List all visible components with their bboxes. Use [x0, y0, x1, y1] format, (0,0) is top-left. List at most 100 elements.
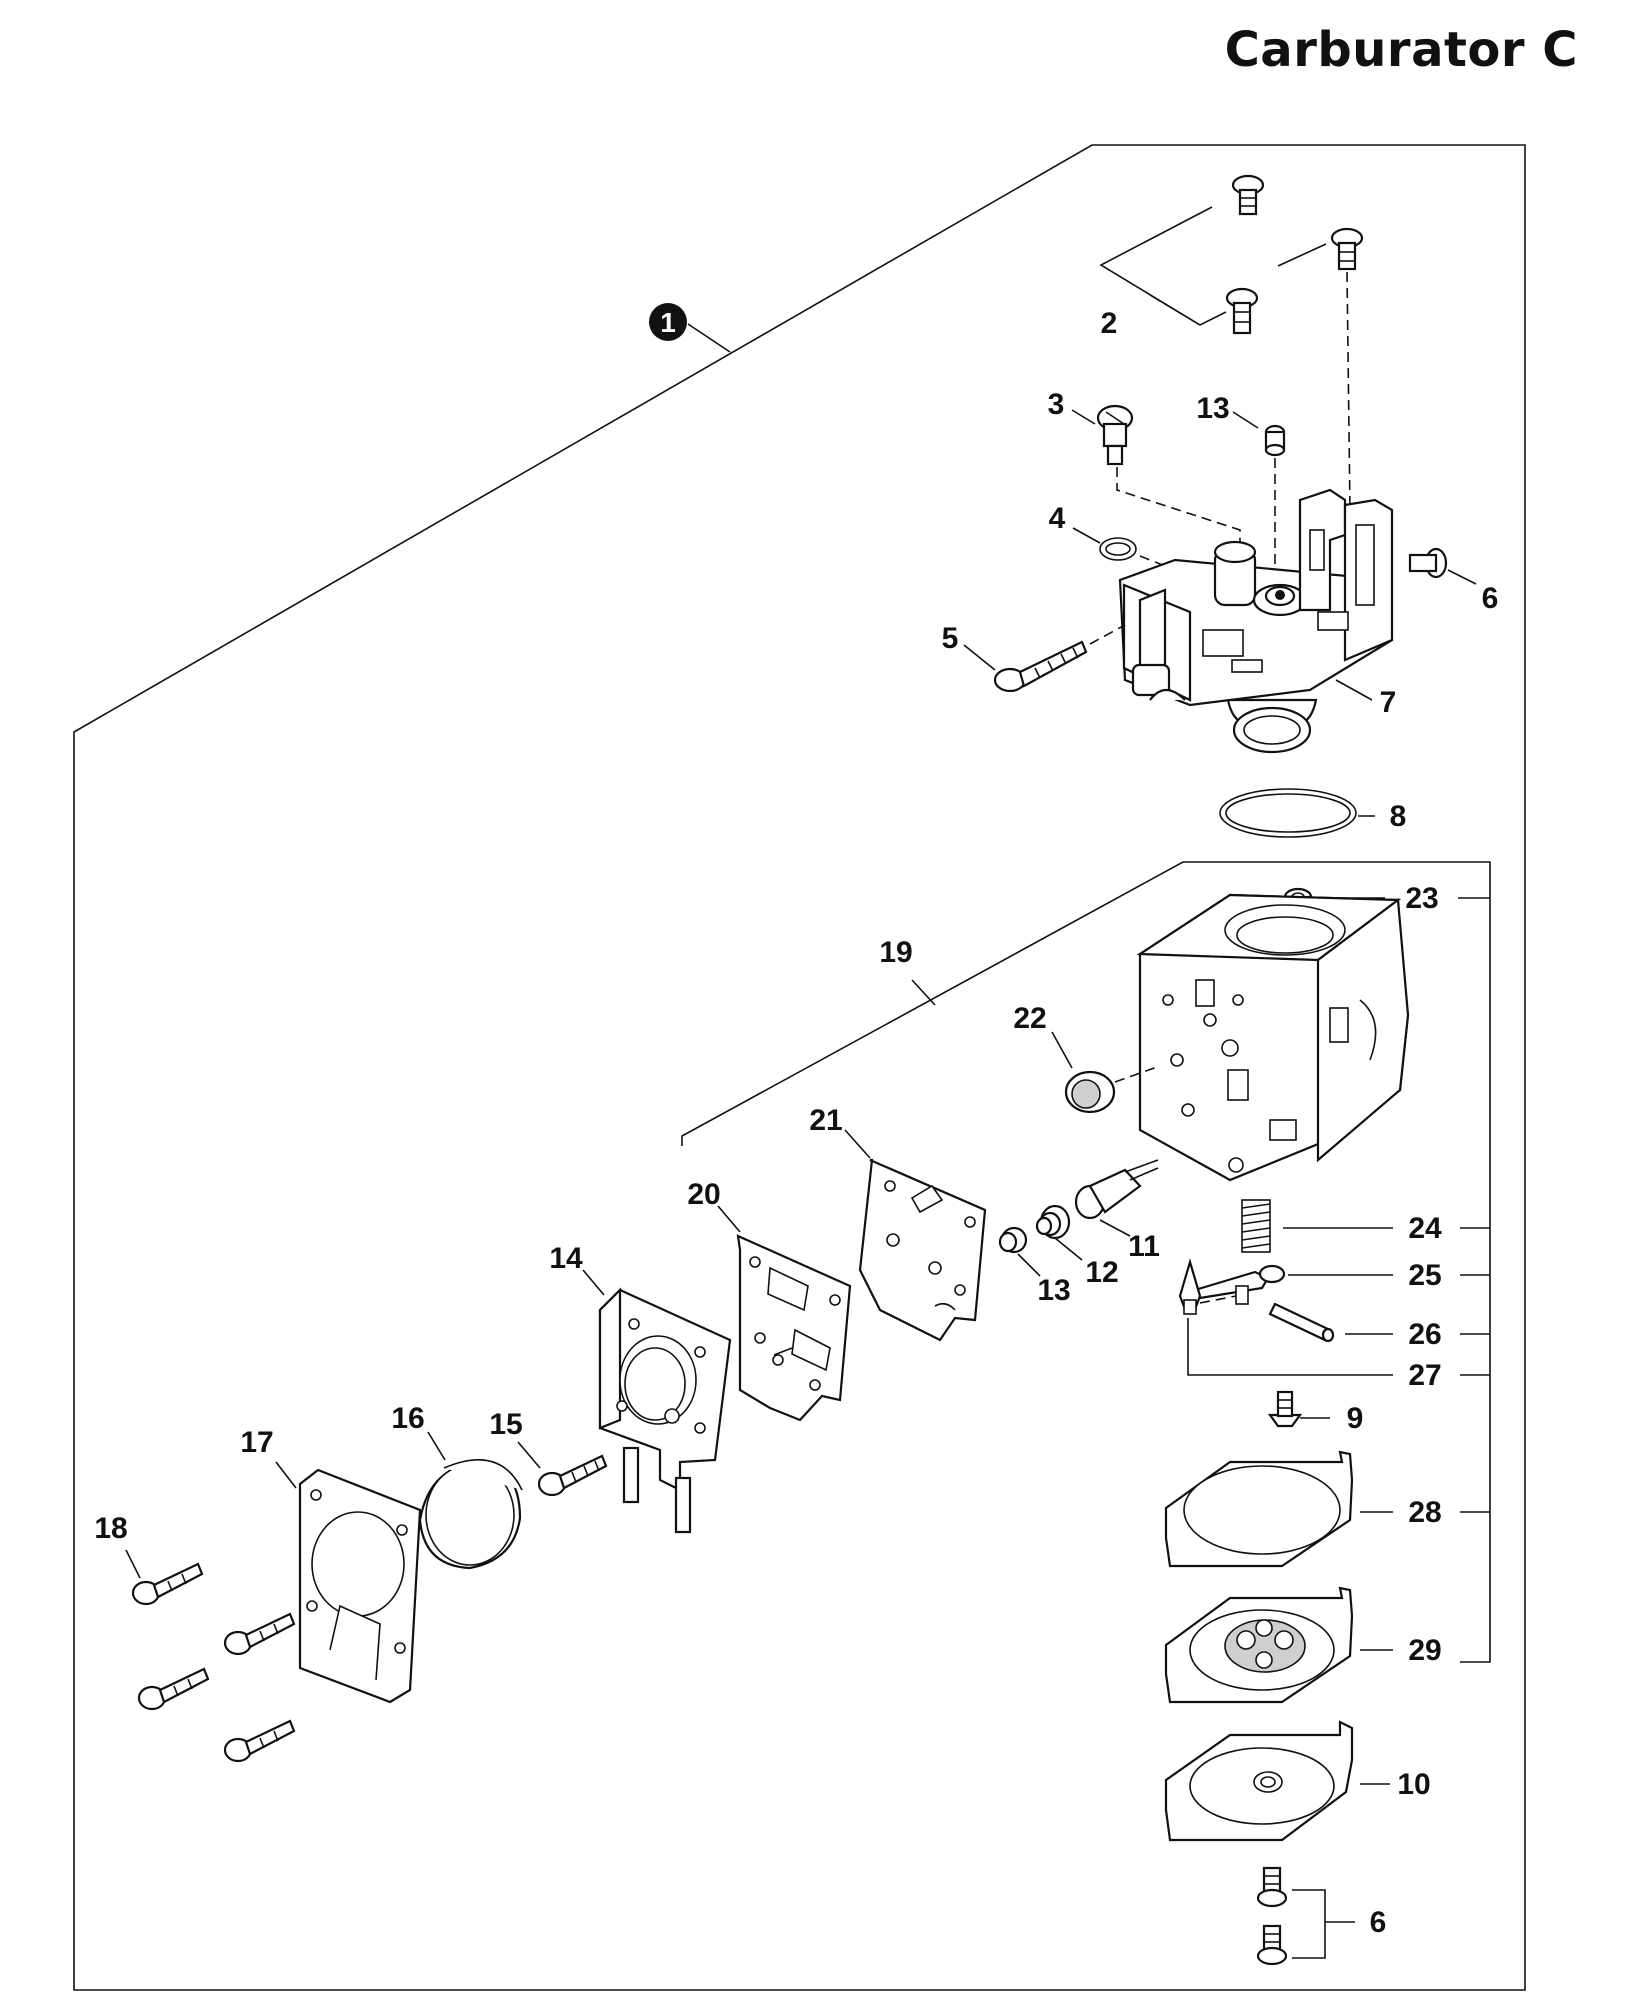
callout-5: 5 — [942, 622, 996, 671]
screw-9 — [1267, 1390, 1303, 1428]
screw-15 — [537, 1454, 608, 1497]
callout-15-label: 15 — [489, 1408, 522, 1441]
screw-6-bottom-a — [1256, 1866, 1288, 1908]
callout-29-label: 29 — [1408, 1634, 1441, 1667]
callout-10: 10 — [1360, 1768, 1431, 1801]
callout-28: 28 — [1360, 1496, 1490, 1529]
screw-18-c — [137, 1667, 210, 1711]
callout-7-label: 7 — [1380, 686, 1397, 719]
callout-25: 25 — [1288, 1259, 1490, 1292]
screw-18-b — [223, 1612, 296, 1656]
callout-4-label: 4 — [1049, 502, 1066, 535]
callout-1-label: 1 — [660, 307, 676, 338]
e-clip-4 — [1099, 537, 1137, 561]
bracket-plate-17 — [298, 1468, 422, 1704]
screw-18-d — [223, 1719, 296, 1763]
screw-3-axis — [1116, 467, 1241, 555]
inlet-needle-27 — [1178, 1258, 1202, 1315]
callout-13a-label: 13 — [1196, 392, 1229, 425]
callout-19: 19 — [879, 936, 936, 1006]
callout-13b: 13 — [1017, 1253, 1071, 1307]
callout-3: 3 — [1048, 388, 1096, 425]
diagram-title: Carburator C — [1224, 22, 1578, 78]
screw-2-top — [1231, 174, 1265, 216]
callout-11: 11 — [1099, 1219, 1160, 1263]
ring-13-lower — [998, 1226, 1028, 1254]
callout-10-label: 10 — [1397, 1768, 1430, 1801]
callout-21-label: 21 — [809, 1104, 842, 1137]
callout-28-label: 28 — [1408, 1496, 1441, 1529]
spring-12 — [1035, 1204, 1071, 1240]
callout-8-label: 8 — [1390, 800, 1407, 833]
callout-25-label: 25 — [1408, 1259, 1441, 1292]
callout-26-label: 26 — [1408, 1318, 1441, 1351]
screw-6-bottom-b — [1256, 1924, 1288, 1966]
callout-14-label: 14 — [549, 1242, 583, 1275]
screw-5-axis — [1089, 624, 1126, 645]
callout-13b-label: 13 — [1037, 1274, 1070, 1307]
callout-26: 26 — [1345, 1318, 1490, 1351]
adjust-screw-3 — [1096, 404, 1134, 466]
callout-15: 15 — [489, 1408, 541, 1469]
callout-19-label: 19 — [879, 936, 912, 969]
callout-4: 4 — [1049, 502, 1101, 544]
callout-20: 20 — [687, 1178, 741, 1233]
callout-7: 7 — [1335, 679, 1397, 719]
callout-29: 29 — [1360, 1634, 1442, 1667]
primer-bulb-16 — [418, 1459, 523, 1570]
callout-16: 16 — [391, 1402, 446, 1461]
gasket-28 — [1164, 1450, 1354, 1568]
callout-6a-label: 6 — [1482, 582, 1499, 615]
callout-16-label: 16 — [391, 1402, 424, 1435]
callout-3-label: 3 — [1048, 388, 1065, 421]
callout-14: 14 — [549, 1242, 605, 1296]
callout-2: 2 — [1099, 206, 1327, 340]
diaphragm-cover-10 — [1164, 1720, 1354, 1842]
callout-2-label: 2 — [1101, 307, 1118, 340]
callout-20-label: 20 — [687, 1178, 720, 1211]
callout-22-label: 22 — [1013, 1002, 1046, 1035]
assembly-boundary — [73, 144, 1526, 1991]
screw-5 — [993, 640, 1088, 693]
plate-20 — [736, 1234, 852, 1422]
pin-26 — [1268, 1302, 1335, 1343]
needle-11 — [1074, 1159, 1159, 1220]
diaphragm-29 — [1164, 1586, 1354, 1704]
screw-2-right — [1330, 227, 1364, 271]
filter-screen-22 — [1064, 1070, 1116, 1114]
callout-17-label: 17 — [240, 1426, 273, 1459]
callout-6a: 6 — [1447, 569, 1499, 615]
callout-1: 1 — [649, 303, 731, 353]
callout-24: 24 — [1283, 1212, 1490, 1245]
callout-6b: 6 — [1292, 1889, 1386, 1959]
callout-23-label: 23 — [1405, 882, 1438, 915]
callout-13a: 13 — [1196, 392, 1259, 429]
lever-25 — [1193, 1264, 1286, 1305]
callout-21: 21 — [809, 1104, 871, 1159]
screw-18-a — [131, 1562, 204, 1606]
pump-body-14 — [598, 1287, 732, 1534]
carburetor-body — [1136, 893, 1410, 1182]
callout-8: 8 — [1358, 800, 1406, 833]
callout-5-label: 5 — [942, 622, 959, 655]
bracket-19-group — [681, 861, 1491, 1663]
screw-6-side — [1408, 547, 1448, 579]
callout-22: 22 — [1013, 1002, 1073, 1069]
callout-9: 9 — [1300, 1402, 1363, 1435]
callout-12: 12 — [1054, 1237, 1119, 1289]
carburetor-cover-7 — [1118, 488, 1394, 754]
plug-13-top — [1264, 424, 1286, 457]
callout-24-label: 24 — [1408, 1212, 1442, 1245]
callout-12-label: 12 — [1085, 1256, 1118, 1289]
gasket-21 — [858, 1158, 987, 1342]
needle-axis — [1199, 1295, 1237, 1304]
callout-11-label: 11 — [1128, 1230, 1160, 1263]
callout-18-label: 18 — [94, 1512, 127, 1545]
callout-9-label: 9 — [1347, 1402, 1364, 1435]
spring-24 — [1241, 1199, 1271, 1253]
callout-18: 18 — [94, 1512, 141, 1579]
callout-27: 27 — [1187, 1318, 1490, 1392]
callout-17: 17 — [240, 1426, 297, 1489]
callout-27-label: 27 — [1408, 1359, 1441, 1392]
